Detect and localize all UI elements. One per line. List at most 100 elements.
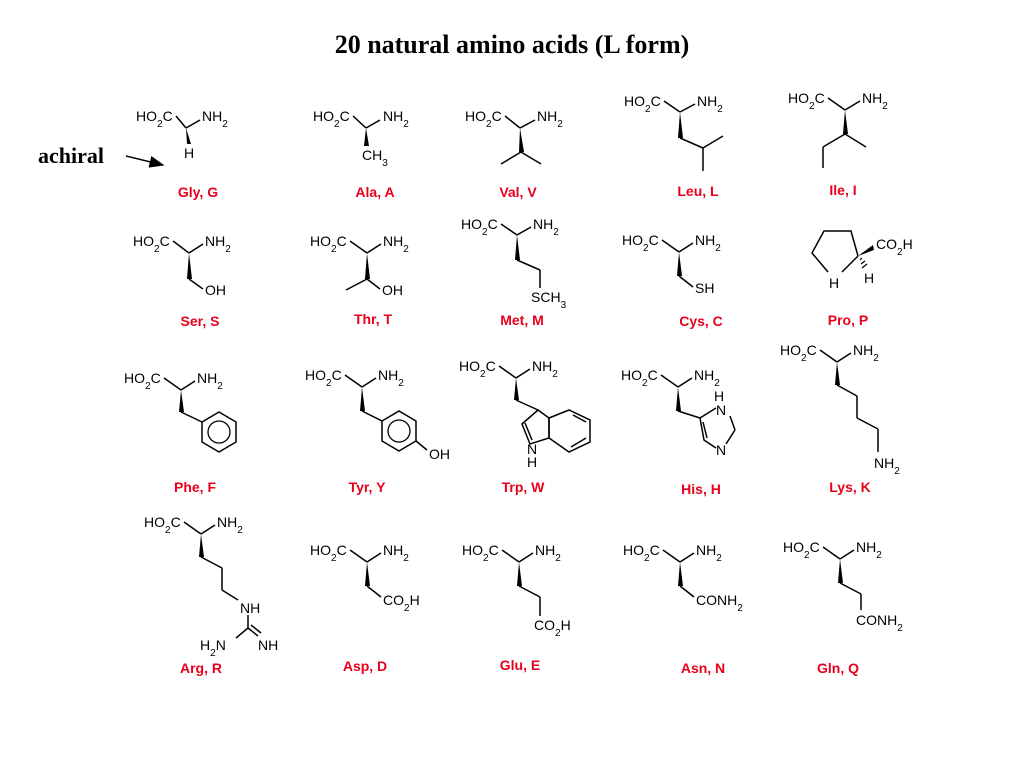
chem-nh2: NH2	[217, 514, 243, 536]
chem-ho2c: HO2C	[136, 108, 173, 130]
chem-nh2: NH2	[535, 542, 561, 564]
chem-nh2: NH2	[532, 358, 558, 380]
label-val: Val, V	[499, 184, 537, 200]
chem-ho2c: HO2C	[459, 358, 496, 380]
label-ser: Ser, S	[180, 313, 220, 329]
chem-ho2c: HO2C	[624, 93, 661, 115]
structure-ser: HO2C NH2 OH	[133, 233, 231, 298]
label-phe: Phe, F	[173, 479, 216, 495]
chem-ho2c: HO2C	[310, 542, 347, 564]
label-asn: Asn, N	[680, 660, 726, 676]
page-title: 20 natural amino acids (L form)	[334, 30, 690, 59]
chem-nh2: NH2	[533, 216, 559, 238]
chem-nh2: NH2	[697, 93, 723, 115]
chem-nh2: NH2	[383, 233, 409, 255]
structure-asp: HO2C NH2 CO2H	[310, 542, 420, 614]
chem-sh: SH	[695, 280, 714, 296]
chem-nh2: NH2	[383, 108, 409, 130]
chem-ho2c: HO2C	[313, 108, 350, 130]
chem-h: H	[527, 454, 537, 470]
structure-tyr: HO2C NH2 OH	[305, 367, 450, 462]
structure-gln: HO2C NH2 CONH2	[783, 539, 903, 634]
label-lys: Lys, K	[829, 479, 871, 495]
chem-nh2: NH2	[383, 542, 409, 564]
chem-nh2: NH2	[378, 367, 404, 389]
chem-nh2: NH2	[853, 342, 879, 364]
chem-oh: OH	[382, 282, 403, 298]
chem-ho2c: HO2C	[780, 342, 817, 364]
structure-leu: HO2C NH2	[624, 93, 724, 171]
achiral-note: achiral	[38, 143, 104, 168]
chem-nh2: NH2	[862, 90, 888, 112]
label-arg: Arg, R	[180, 660, 222, 676]
chem-ho2c: HO2C	[623, 542, 660, 564]
chem-nh2: NH2	[205, 233, 231, 255]
chem-co2h: CO2H	[534, 617, 571, 639]
chem-ho2c: HO2C	[144, 514, 181, 536]
structure-his: HO2C NH2 H N N	[621, 367, 736, 458]
structure-cys: HO2C NH2 SH	[622, 232, 721, 296]
structure-met: HO2C NH2 SCH3	[461, 216, 567, 311]
structure-lys: HO2C NH2 NH2	[780, 342, 900, 477]
label-ile: Ile, I	[829, 182, 857, 198]
structure-glu: HO2C NH2 CO2H	[462, 542, 571, 639]
chem-h: H	[829, 275, 839, 291]
structure-ala: HO2C NH2 CH3	[313, 108, 409, 169]
label-thr: Thr, T	[353, 311, 393, 327]
chem-ho2c: HO2C	[783, 539, 820, 561]
chem-n: N	[716, 402, 726, 418]
chem-nh2: NH2	[694, 367, 720, 389]
label-ala: Ala, A	[355, 184, 395, 200]
chem-h2n: H2N	[200, 637, 226, 659]
label-his: His, H	[681, 481, 721, 497]
chem-ho2c: HO2C	[133, 233, 170, 255]
chem-n: N	[716, 442, 726, 458]
label-tyr: Tyr, Y	[348, 479, 386, 495]
chem-ho2c: HO2C	[621, 367, 658, 389]
chem-ho2c: HO2C	[124, 370, 161, 392]
chem-ho2c: HO2C	[462, 542, 499, 564]
label-gly: Gly, G	[177, 184, 219, 200]
label-pro: Pro, P	[827, 312, 869, 328]
structure-val: HO2C NH2	[465, 108, 563, 165]
structure-pro: H CO2H H	[811, 230, 913, 291]
structure-arg: HO2C NH2 NH H2N NH	[144, 514, 278, 659]
chem-h: H	[184, 145, 194, 161]
chem-co2h: CO2H	[876, 236, 913, 258]
chem-co2h: CO2H	[383, 592, 420, 614]
chem-ho2c: HO2C	[305, 367, 342, 389]
chem-ch3: CH3	[362, 147, 388, 169]
chem-nh2: NH2	[202, 108, 228, 130]
chem-h: H	[714, 388, 724, 404]
chem-nh: N	[527, 441, 537, 457]
label-glu: Glu, E	[499, 657, 541, 673]
chem-ho2c: HO2C	[622, 232, 659, 254]
chem-oh: OH	[205, 282, 226, 298]
label-leu: Leu, L	[677, 183, 719, 199]
chem-ho2c: HO2C	[310, 233, 347, 255]
chem-nh2: NH2	[197, 370, 223, 392]
label-cys: Cys, C	[679, 313, 723, 329]
structure-thr: HO2C NH2 OH	[310, 233, 409, 298]
chem-ho2c: HO2C	[461, 216, 498, 238]
label-gln: Gln, Q	[817, 660, 859, 676]
label-asp: Asp, D	[342, 658, 388, 674]
achiral-arrow	[125, 155, 165, 168]
structure-trp: HO2C NH2 N H	[459, 358, 591, 470]
chem-nh2: NH2	[695, 232, 721, 254]
chem-ho2c: HO2C	[465, 108, 502, 130]
chem-nh2: NH2	[696, 542, 722, 564]
chem-nh: NH	[240, 600, 260, 616]
structure-gly: HO2C NH2 H	[136, 108, 228, 161]
label-trp: Trp, W	[501, 479, 545, 495]
structure-phe: HO2C NH2	[124, 370, 237, 453]
structure-ile: HO2C NH2	[788, 90, 888, 168]
chem-oh: OH	[429, 446, 450, 462]
chem-h: H	[864, 270, 874, 286]
chem-ho2c: HO2C	[788, 90, 825, 112]
chem-nh: NH	[258, 637, 278, 653]
chem-nh2: NH2	[537, 108, 563, 130]
chem-sch3: SCH3	[531, 289, 567, 311]
chem-conh2: CONH2	[696, 592, 743, 614]
